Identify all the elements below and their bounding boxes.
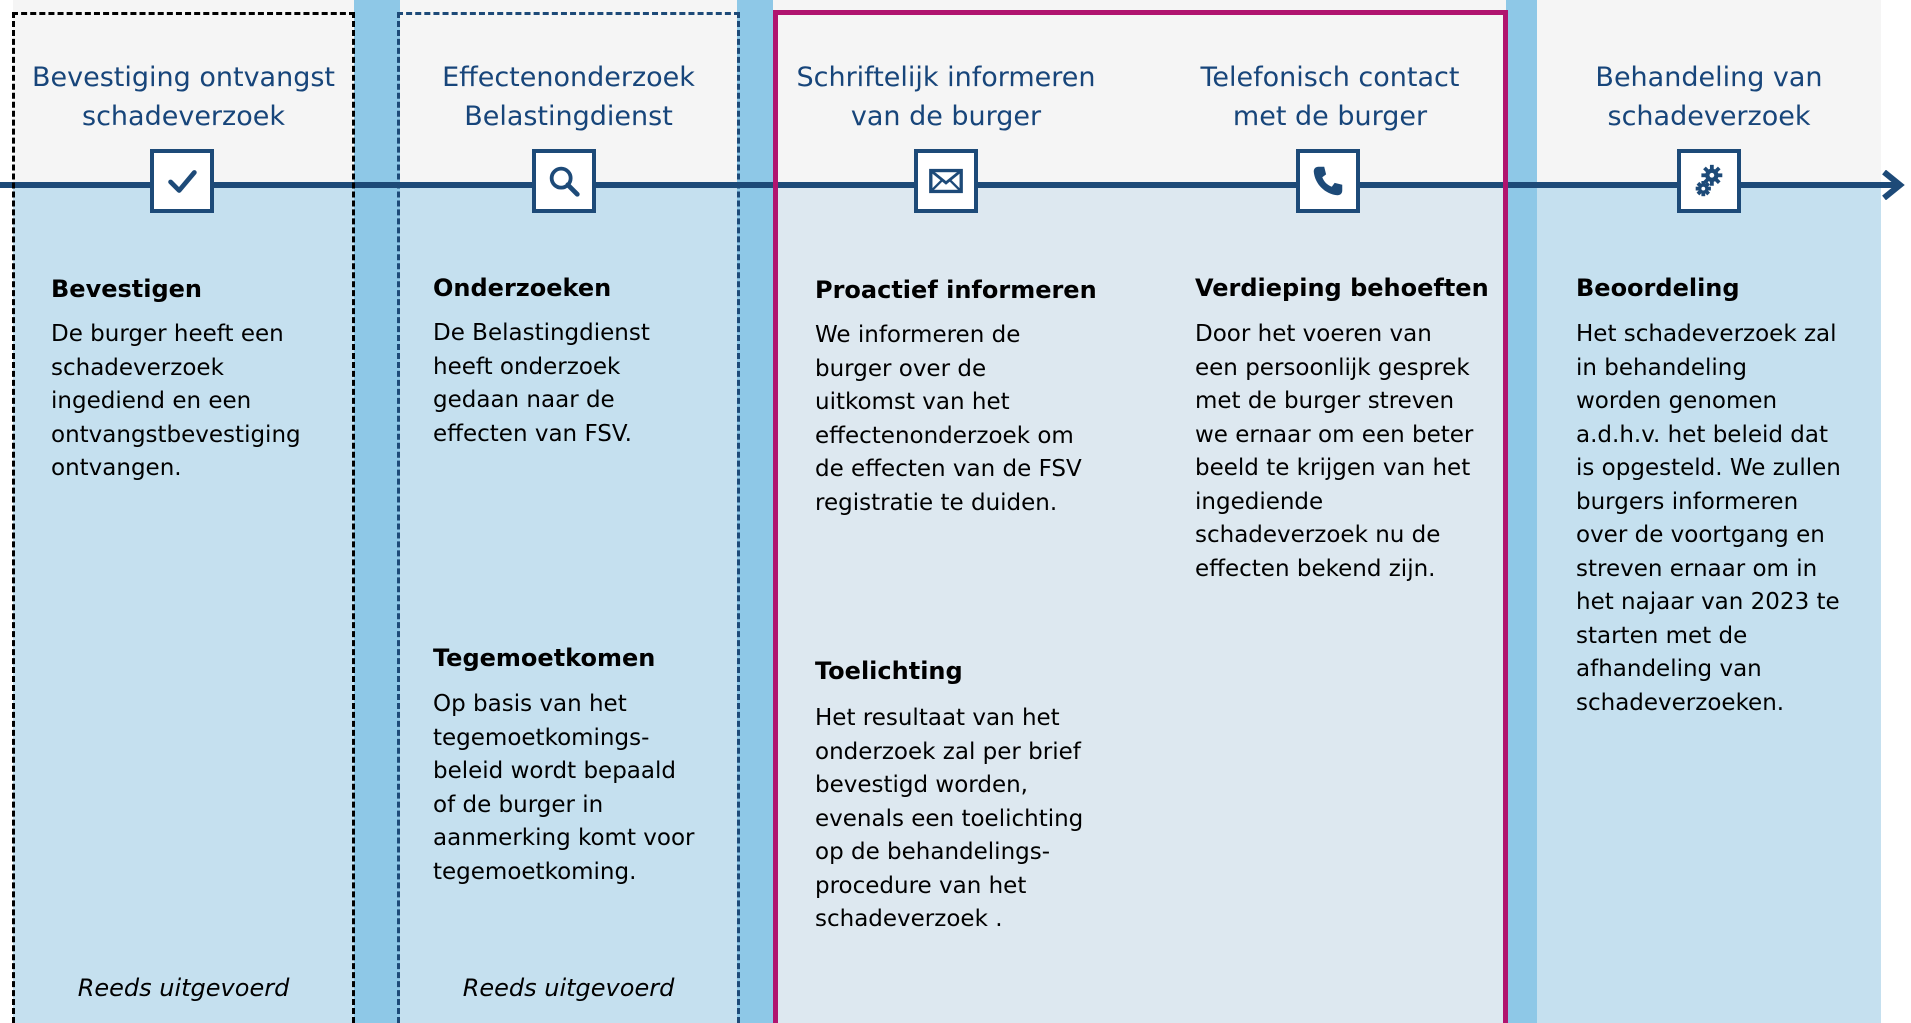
envelope-icon [914,149,978,213]
column-1-title: Bevestiging ontvangst schadeverzoek [32,62,335,132]
gap-band-2 [737,0,773,1023]
column-1-status: Reeds uitgevoerd [77,974,290,1002]
highlight-border [773,10,1508,1023]
column-3-text-2: Het resultaat van het onderzoek zal per … [815,705,1084,932]
highlight-group-body [773,183,1506,1023]
column-1-body [13,183,354,1023]
column-1-heading-1: Bevestigen [51,275,203,303]
highlight-group-header [773,0,1506,183]
column-4-heading-1: Verdieping behoeften [1195,274,1489,302]
column-2-heading-2: Tegemoetkomen [433,644,656,672]
column-5-body [1537,183,1881,1023]
column-4-title: Telefonisch contact met de burger [1200,62,1460,132]
column-4-text-1: Door het voeren van een persoonlijk gesp… [1195,321,1474,582]
column-5-text-1: Het schadeverzoek zal in behandeling wor… [1576,321,1841,716]
column-2-title: Effectenonderzoek Belastingdienst [442,62,695,132]
column-1-text-1: De burger heeft een schadeverzoek ingedi… [51,321,301,481]
column-2-body [400,183,737,1023]
completed-border-1 [12,12,355,1023]
checkmark-icon [150,149,214,213]
search-icon [532,149,596,213]
column-2-status: Reeds uitgevoerd [462,974,675,1002]
column-5-heading-1: Beoordeling [1576,274,1740,302]
column-3-heading-2: Toelichting [815,657,963,685]
column-3-title: Schriftelijk informeren van de burger [796,62,1096,132]
column-2-heading-1: Onderzoeken [433,274,612,302]
column-5-title: Behandeling van schadeverzoek [1595,62,1823,132]
column-3-text-1: We informeren de burger over de uitkomst… [815,322,1082,516]
gap-band-3 [1506,0,1537,1023]
column-2-text-1: De Belastingdienst heeft onderzoek gedaa… [433,320,650,447]
phone-icon [1296,149,1360,213]
gears-icon [1677,149,1741,213]
column-2-text-2: Op basis van het tegemoetkomings- beleid… [433,691,695,885]
column-3-heading-1: Proactief informeren [815,276,1097,304]
gap-band-1 [354,0,400,1023]
completed-border-2 [397,12,740,1023]
